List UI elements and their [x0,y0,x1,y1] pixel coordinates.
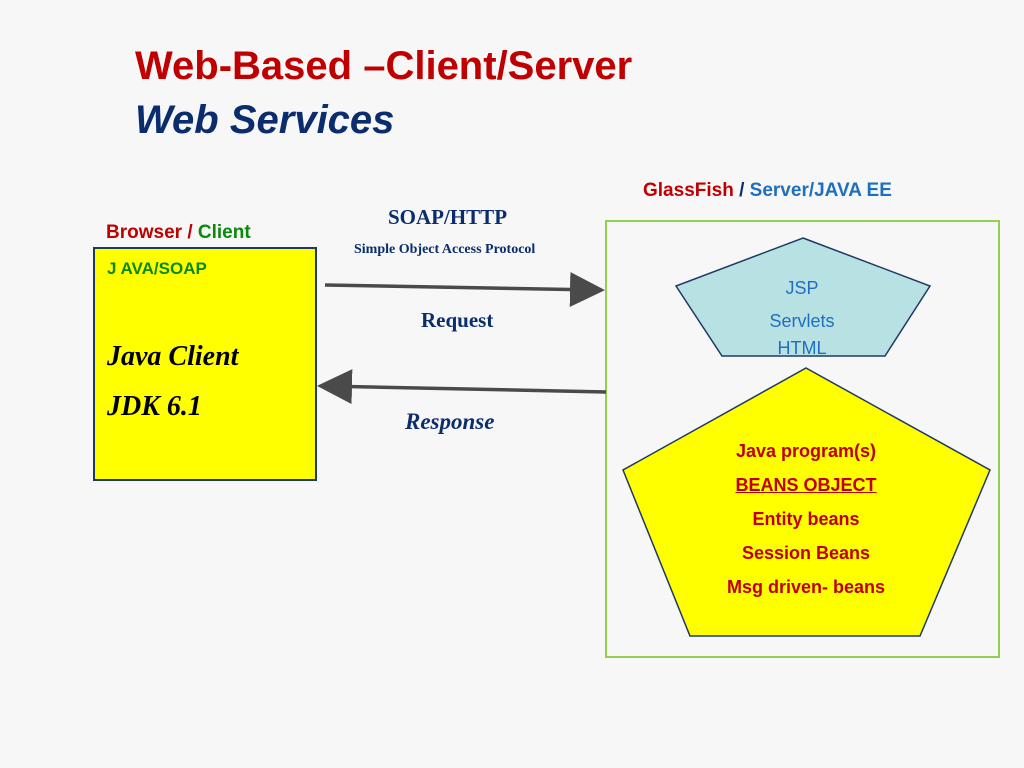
response-label: Response [405,409,495,434]
client-label-browser: Browser [106,222,183,243]
slide-subtitle: Web Services [135,98,395,142]
client-label-separator: / [187,222,193,243]
client-java-client: Java Client [107,341,239,372]
web-tier-servlets: Servlets [769,311,835,331]
request-label: Request [421,308,494,332]
business-beans-object: BEANS OBJECT [735,475,877,495]
server-label-glassfish: GlassFish [643,180,734,201]
business-msg-driven-beans: Msg driven- beans [726,577,886,597]
protocol-full-name: Simple Object Access Protocol [354,242,536,257]
business-tier-pentagon [622,367,991,637]
slide-title: Web-Based –Client/Server [135,44,633,88]
web-tier-jsp: JSP [785,278,819,298]
business-session-beans: Session Beans [741,543,871,563]
web-tier-pentagon [674,237,932,357]
request-arrow [324,271,605,307]
server-label-separator: / [739,180,745,201]
business-entity-beans: Entity beans [752,509,860,529]
client-jdk-version: JDK 6.1 [107,391,202,422]
client-label: Browser / Client [106,222,251,244]
business-java-programs: Java program(s) [735,441,877,461]
web-tier-html: HTML [777,338,827,358]
client-box: J AVA/SOAP Java Client JDK 6.1 [93,247,317,481]
server-label: GlassFish / Server/JAVA EE [643,180,892,202]
server-label-javaee: Server/JAVA EE [749,180,892,201]
protocol-name: SOAP/HTTP [388,205,508,229]
client-label-client: Client [197,222,251,243]
response-arrow [317,369,607,405]
client-subtitle: J AVA/SOAP [107,259,207,278]
